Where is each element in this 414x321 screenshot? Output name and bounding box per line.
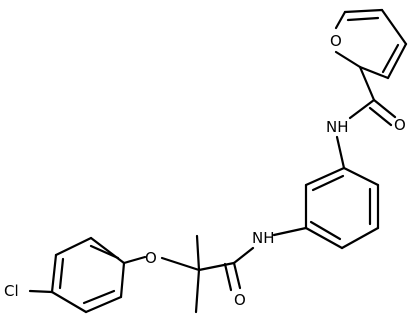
ether-oxygen-label: O xyxy=(145,249,157,267)
furan-ring xyxy=(334,8,408,80)
atom-labels: O NH O NH O O Cl xyxy=(4,32,406,309)
upper-carbonyl-oxygen-label: O xyxy=(394,116,406,134)
lower-carbonyl-oxygen-label: O xyxy=(234,291,246,309)
upper-nh-label: NH xyxy=(326,118,349,136)
furan-oxygen-label: O xyxy=(330,32,342,50)
furan-carboxamide-group xyxy=(335,65,397,170)
lower-amide-group xyxy=(160,226,308,314)
chlorophenyl-ring xyxy=(28,236,147,314)
lower-nh-label: NH xyxy=(252,229,275,247)
chlorine-label: Cl xyxy=(4,282,19,300)
central-benzene-ring xyxy=(304,166,380,250)
